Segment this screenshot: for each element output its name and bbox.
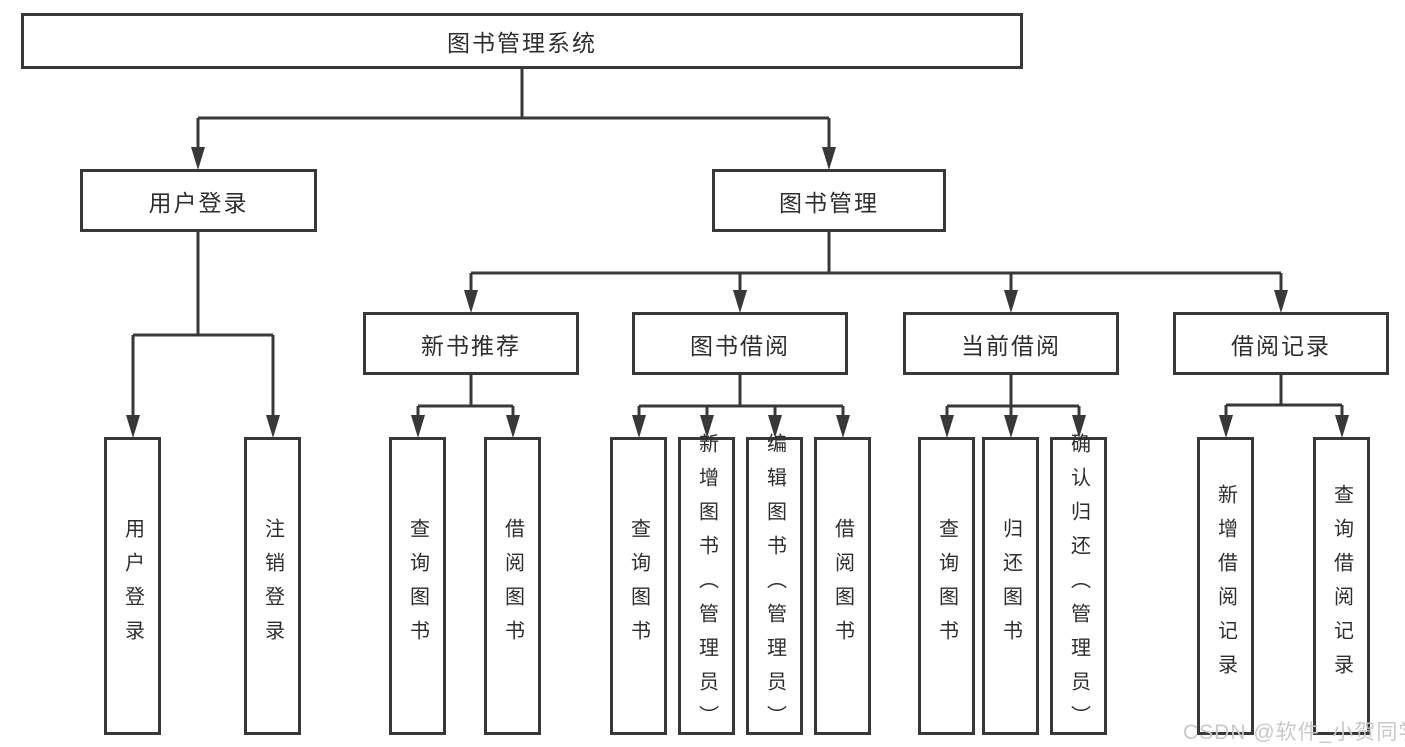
arrowhead	[733, 290, 747, 313]
node-user-login-label: 用户登录	[148, 189, 249, 216]
csdn-watermark: CSDN @软件_小贺同学	[1183, 721, 1405, 744]
arrowhead	[940, 415, 954, 438]
leaf-current-return: 归还图书	[982, 437, 1039, 735]
leaf-user-login: 用户登录	[104, 437, 161, 735]
leaf-borrow-book: 借阅图书	[814, 437, 871, 735]
leaf-logout: 注销登录	[244, 437, 301, 735]
arrowhead	[822, 147, 836, 170]
node-borrow-record: 借阅记录	[1173, 312, 1389, 375]
arrowhead	[411, 415, 425, 438]
arrowhead	[1004, 415, 1018, 438]
node-book-borrow-label: 图书借阅	[690, 332, 790, 359]
leaf-borrow-book-label: 借阅图书	[831, 518, 854, 654]
connector-book-mgmt	[469, 232, 1283, 291]
leaf-record-add: 新增借阅记录	[1197, 437, 1254, 735]
node-current-borrow-label: 当前借阅	[961, 332, 1061, 359]
arrowhead	[1335, 415, 1349, 438]
node-book-mgmt: 图书管理	[712, 169, 946, 232]
node-borrow-record-label: 借阅记录	[1231, 332, 1331, 359]
arrowhead	[464, 290, 478, 313]
node-root: 图书管理系统	[21, 13, 1023, 69]
arrowhead	[632, 415, 646, 438]
connector-new-book	[416, 375, 515, 416]
arrowhead	[1274, 290, 1288, 313]
leaf-borrow-edit-admin: 编辑图书（管理员）	[746, 433, 803, 739]
connector-root	[196, 66, 831, 148]
arrowhead	[191, 147, 205, 170]
leaf-current-return-label: 归还图书	[999, 518, 1022, 654]
arrowhead	[506, 415, 520, 438]
leaf-borrow-query: 查询图书	[610, 437, 667, 735]
node-new-book: 新书推荐	[363, 312, 579, 375]
leaf-borrow-add-admin-label: 新增图书（管理员）	[695, 433, 718, 739]
connector-borrow-record	[1224, 375, 1344, 416]
leaf-current-confirm-admin: 确认归还（管理员）	[1050, 433, 1107, 739]
leaf-newbook-query: 查询图书	[389, 437, 446, 735]
leaf-record-query: 查询借阅记录	[1313, 437, 1370, 735]
arrowhead	[1219, 415, 1233, 438]
node-root-label: 图书管理系统	[447, 30, 597, 56]
leaf-newbook-query-label: 查询图书	[406, 518, 429, 654]
leaf-newbook-borrow-label: 借阅图书	[501, 518, 524, 654]
connector-book-borrow	[637, 375, 845, 416]
leaf-current-confirm-admin-label: 确认归还（管理员）	[1067, 433, 1090, 739]
node-current-borrow: 当前借阅	[903, 312, 1119, 375]
connector-current-borrow	[945, 375, 1081, 416]
node-book-borrow: 图书借阅	[632, 312, 848, 375]
leaf-record-add-label: 新增借阅记录	[1214, 484, 1237, 688]
leaf-newbook-borrow: 借阅图书	[484, 437, 541, 735]
node-book-mgmt-label: 图书管理	[779, 189, 879, 216]
leaf-record-query-label: 查询借阅记录	[1330, 484, 1353, 688]
arrowhead	[126, 415, 140, 438]
node-new-book-label: 新书推荐	[421, 332, 521, 359]
connector-user-login	[131, 232, 275, 416]
arrowhead	[266, 415, 280, 438]
leaf-current-query-label: 查询图书	[935, 518, 958, 654]
arrowhead	[836, 415, 850, 438]
leaf-borrow-query-label: 查询图书	[627, 518, 650, 654]
node-user-login: 用户登录	[80, 169, 317, 232]
arrowhead	[1004, 290, 1018, 313]
leaf-borrow-add-admin: 新增图书（管理员）	[678, 433, 735, 739]
leaf-current-query: 查询图书	[918, 437, 975, 735]
leaf-borrow-edit-admin-label: 编辑图书（管理员）	[763, 433, 786, 739]
leaf-user-login-label: 用户登录	[121, 518, 144, 654]
leaf-logout-label: 注销登录	[261, 518, 284, 654]
